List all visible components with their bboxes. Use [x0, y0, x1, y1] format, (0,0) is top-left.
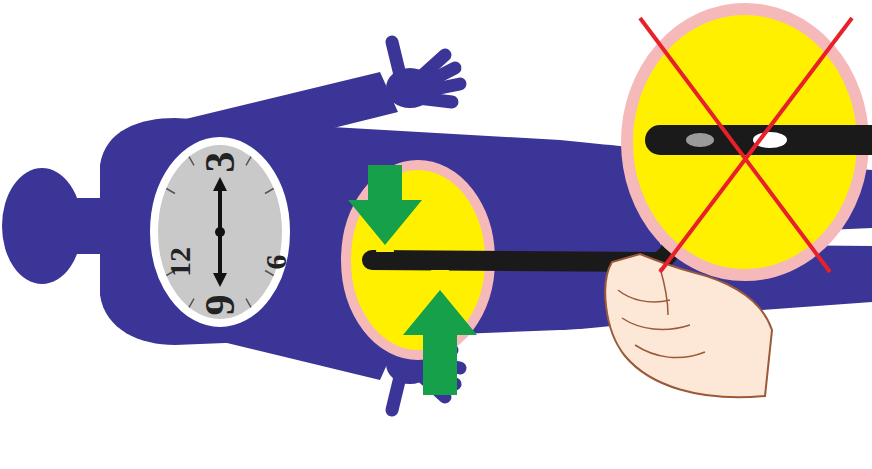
clock-tick — [189, 299, 194, 308]
pressure-arrow — [348, 165, 422, 245]
clock-tick — [246, 299, 251, 308]
clock-center — [215, 227, 225, 237]
clock-tick — [189, 157, 194, 166]
instrument-slot — [686, 133, 714, 147]
clock-tick — [246, 157, 251, 166]
clock-tick — [265, 271, 274, 276]
clock-number: 6 — [261, 255, 291, 270]
clock-number: 12 — [165, 247, 195, 277]
clock-number: 3 — [199, 152, 241, 173]
clock-face: 12 3 6 9 — [150, 137, 290, 327]
clock-hand-tip — [213, 273, 227, 287]
clock-dial — [154, 141, 286, 323]
clock-tick — [265, 189, 274, 194]
instrument-slot — [431, 270, 449, 279]
cross-mark — [640, 18, 852, 272]
clock-hand-tip — [213, 177, 227, 191]
hand-creases — [618, 268, 705, 358]
clock-number: 9 — [199, 295, 241, 316]
pressure-arrow — [403, 290, 477, 395]
clock-tick — [166, 189, 175, 194]
